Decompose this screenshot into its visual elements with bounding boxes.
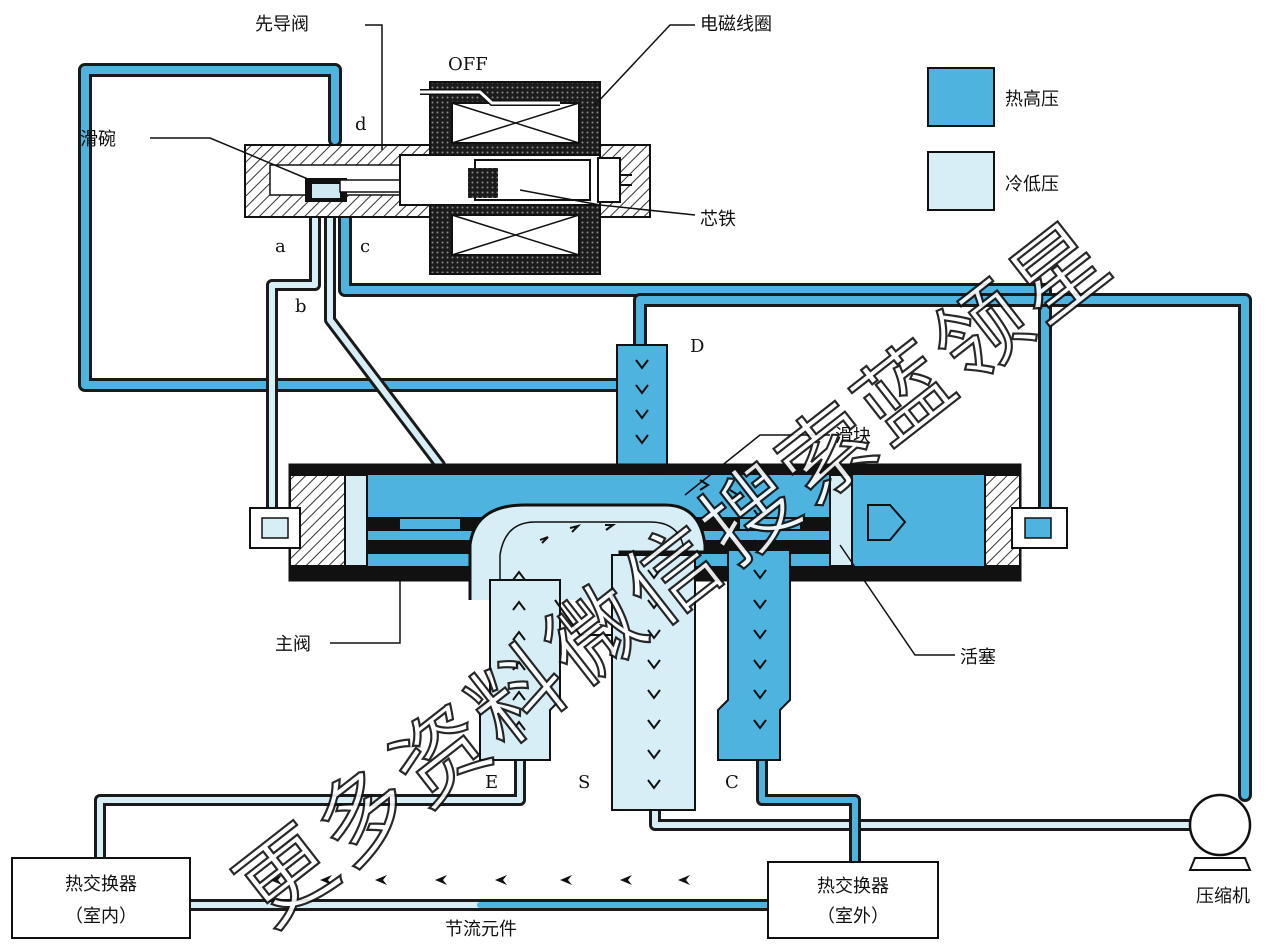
legend-cold-swatch <box>927 151 995 211</box>
port-s-tube <box>611 554 696 811</box>
port-d-label: d <box>355 114 367 135</box>
label-slide-bowl: 滑碗 <box>80 129 116 150</box>
port-D-label: D <box>690 336 704 357</box>
label-iron-core: 芯铁 <box>700 209 736 230</box>
label-coil: 电磁线圈 <box>700 14 772 35</box>
pipes <box>78 63 1252 911</box>
piston-needle <box>867 504 907 541</box>
outdoor-hx-line1: 热交换器 <box>817 876 889 897</box>
piston-left <box>344 474 368 567</box>
port-c-tube <box>717 549 791 761</box>
compressor-label: 压缩机 <box>1196 886 1250 907</box>
port-d-tube <box>616 344 668 466</box>
legend-hot-label: 热高压 <box>1005 89 1059 110</box>
outdoor-heat-exchanger: 热交换器 （室外） <box>767 861 939 939</box>
flow-arrow <box>560 875 572 885</box>
flow-chevrons <box>512 359 767 790</box>
port-a-label: a <box>275 236 286 257</box>
legend: 热高压 冷低压 <box>927 67 1059 211</box>
flow-arrow <box>620 875 632 885</box>
label-slider: 滑块 <box>835 426 871 447</box>
port-c-label: c <box>360 236 370 257</box>
outdoor-hx-line2: （室外） <box>817 906 889 927</box>
indoor-heat-exchanger: 热交换器 （室内） <box>11 857 191 939</box>
label-piston: 活塞 <box>960 647 996 668</box>
label-pilot-valve: 先导阀 <box>255 14 309 35</box>
labels: 先导阀 OFF 电磁线圈 滑碗 芯铁 滑块 主阀 活塞 节流元件 <box>80 14 996 940</box>
flow-arrow <box>495 875 507 885</box>
port-C-label: C <box>725 772 739 793</box>
legend-cold-label: 冷低压 <box>1005 174 1059 195</box>
label-off: OFF <box>448 54 488 75</box>
pipe-c-outdoor <box>756 754 861 868</box>
legend-hot-swatch <box>927 67 995 127</box>
flow-arrow <box>678 875 690 885</box>
lower-ports <box>479 549 791 811</box>
flow-arrow <box>270 875 282 885</box>
compressor: 压缩机 <box>1188 793 1252 907</box>
solenoid-coil <box>399 81 632 275</box>
end-cap <box>597 157 621 203</box>
flow-arrow <box>375 875 387 885</box>
port-e-tube <box>479 579 561 761</box>
slider-block <box>468 503 707 600</box>
label-throttle: 节流元件 <box>445 919 517 940</box>
flow-arrow <box>435 875 447 885</box>
flow-arrow <box>320 875 332 885</box>
port-b-label: b <box>295 296 307 317</box>
throttle-arrows <box>270 875 690 885</box>
port-S-label: S <box>578 772 590 793</box>
port-letters: d a b c D E S C <box>275 114 739 793</box>
port-E-label: E <box>485 772 498 793</box>
label-main-valve: 主阀 <box>275 634 311 655</box>
indoor-hx-line2: （室内） <box>65 906 137 927</box>
indoor-hx-line1: 热交换器 <box>65 874 137 895</box>
